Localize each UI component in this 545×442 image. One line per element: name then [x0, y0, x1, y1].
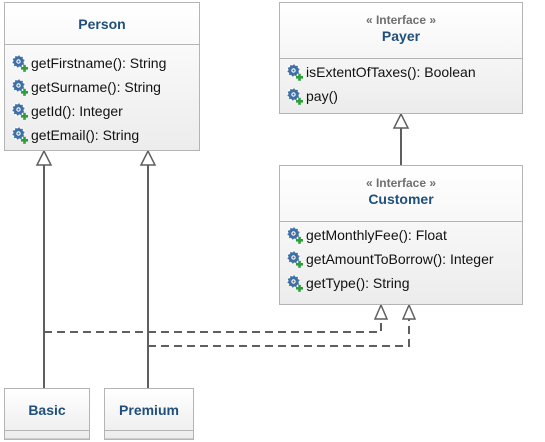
customer-stereotype: « Interface » [365, 176, 437, 190]
public-method-icon [286, 226, 304, 244]
operation-label: pay() [306, 88, 338, 104]
basic-class-name: Basic [5, 389, 89, 431]
operation-row[interactable]: getType(): String [280, 271, 522, 295]
customer-realization-arrowhead-basic [373, 303, 389, 320]
public-method-icon [286, 63, 304, 81]
payer-operations: isExtentOfTaxes(): Boolean pay() [280, 59, 522, 108]
customer-operations: getMonthlyFee(): Float getAmountToBorrow… [280, 222, 522, 295]
person-inheritance-arrowhead-premium [139, 149, 157, 166]
customer-interface-name: Customer [368, 191, 434, 207]
public-method-icon [11, 126, 29, 144]
operation-row[interactable]: getId(): Integer [5, 99, 199, 123]
person-inheritance-arrowhead-basic [35, 149, 53, 166]
person-operations: getFirstname(): String getSurname(): Str… [5, 45, 199, 147]
operation-row[interactable]: getAmountToBorrow(): Integer [280, 247, 522, 271]
operation-row[interactable]: getEmail(): String [5, 123, 199, 147]
operation-label: getId(): Integer [31, 103, 123, 119]
operation-row[interactable]: getMonthlyFee(): Float [280, 223, 522, 247]
operation-label: isExtentOfTaxes(): Boolean [306, 64, 476, 80]
customer-realization-arrowhead-premium [401, 303, 417, 320]
premium-class-name: Premium [105, 389, 193, 431]
operation-label: getFirstname(): String [31, 55, 167, 71]
operation-label: getAmountToBorrow(): Integer [306, 251, 494, 267]
payer-inheritance-arrowhead [392, 112, 410, 129]
public-method-icon [11, 102, 29, 120]
operation-label: getEmail(): String [31, 127, 140, 143]
person-class-name: Person [78, 15, 126, 32]
public-method-icon [286, 87, 304, 105]
public-method-icon [11, 78, 29, 96]
person-class[interactable]: Person getFirstname(): String getSurname… [4, 2, 200, 151]
basic-class[interactable]: Basic [4, 388, 90, 440]
operation-row[interactable]: isExtentOfTaxes(): Boolean [280, 60, 522, 84]
operation-label: getSurname(): String [31, 79, 161, 95]
public-method-icon [286, 274, 304, 292]
customer-interface[interactable]: « Interface » Customer getMonthlyFee(): … [279, 165, 523, 305]
premium-empty-compartment [105, 431, 193, 439]
operation-label: getMonthlyFee(): Float [306, 227, 447, 243]
premium-class[interactable]: Premium [104, 388, 194, 440]
operation-label: getType(): String [306, 275, 410, 291]
operation-row[interactable]: pay() [280, 84, 522, 108]
basic-empty-compartment [5, 431, 89, 439]
premium-to-customer-dashed-line [148, 319, 410, 347]
public-method-icon [11, 54, 29, 72]
payer-interface[interactable]: « Interface » Payer isExtentOfTaxes(): B… [279, 2, 523, 114]
public-method-icon [286, 250, 304, 268]
payer-interface-name: Payer [381, 28, 421, 44]
basic-to-customer-dashed-line [44, 319, 382, 333]
operation-row[interactable]: getFirstname(): String [5, 51, 199, 75]
payer-stereotype: « Interface » [365, 13, 437, 27]
operation-row[interactable]: getSurname(): String [5, 75, 199, 99]
